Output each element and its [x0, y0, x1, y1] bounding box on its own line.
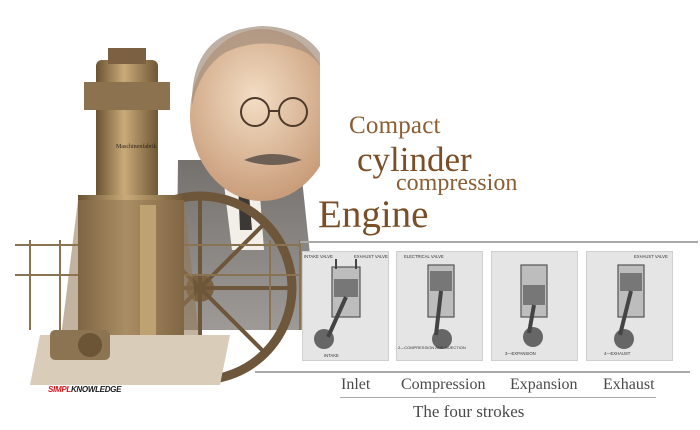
- caption-compression: Compression: [401, 376, 486, 393]
- engine-portrait-illustration: Maschinenfabrik: [15, 26, 320, 385]
- hair-shape: [191, 26, 320, 105]
- stroke-panel-compression: ELECTRICAL VALVE 2—COMPRESSION AND INJEC…: [396, 251, 483, 361]
- inlet-diagram: INTAKE VALVE EXHAUST VALVE INTAKE: [304, 254, 388, 358]
- bottom-divider: [255, 371, 690, 373]
- inlet-label-exhaust: EXHAUST VALVE: [354, 254, 388, 259]
- inlet-label-intake: INTAKE: [324, 353, 339, 358]
- stroke-panel-expansion: 3—EXPANSION: [491, 251, 578, 361]
- title-cylinder: cylinder: [357, 140, 472, 179]
- expansion-label-step: 3—EXPANSION: [505, 351, 536, 356]
- expansion-diagram: 3—EXPANSION: [505, 264, 548, 356]
- logo-part2: KNOWLEDGE: [70, 385, 122, 394]
- subtitle-four-strokes: The four strokes: [413, 402, 525, 421]
- stroke-panel-inlet: INTAKE VALVE EXHAUST VALVE INTAKE: [302, 251, 389, 361]
- compression-label-step: 2—COMPRESSION AND INJECTION: [398, 345, 466, 350]
- caption-inlet: Inlet: [341, 376, 371, 393]
- logo-part1: SIMPL: [48, 385, 71, 394]
- caption-exhaust: Exhaust: [603, 376, 655, 393]
- exhaust-label-step: 4—EXHAUST: [604, 351, 631, 356]
- title-compression: compression: [396, 170, 518, 196]
- top-divider: [300, 241, 698, 243]
- stroke-panel-exhaust: EXHAUST VALVE 4—EXHAUST: [586, 251, 673, 361]
- engine-body: Maschinenfabrik: [30, 48, 230, 385]
- four-stroke-diagrams: INTAKE VALVE EXHAUST VALVE INTAKE ELECTR…: [302, 251, 673, 361]
- caption-underline: [340, 397, 656, 398]
- moustache-shape: [244, 154, 302, 165]
- exhaust-diagram: EXHAUST VALVE 4—EXHAUST: [604, 254, 668, 356]
- compression-label-valve: ELECTRICAL VALVE: [404, 254, 444, 259]
- engine-plate-text: Maschinenfabrik: [116, 143, 157, 150]
- compression-diagram: ELECTRICAL VALVE 2—COMPRESSION AND INJEC…: [398, 254, 466, 350]
- caption-expansion: Expansion: [510, 376, 578, 393]
- title-compact: Compact: [349, 112, 441, 139]
- simplyknowledge-logo: SIMPLKNOWLEDGE: [48, 385, 121, 394]
- exhaust-label-valve: EXHAUST VALVE: [634, 254, 668, 259]
- title-engine: Engine: [318, 193, 429, 236]
- inlet-label-valve: INTAKE VALVE: [304, 254, 333, 259]
